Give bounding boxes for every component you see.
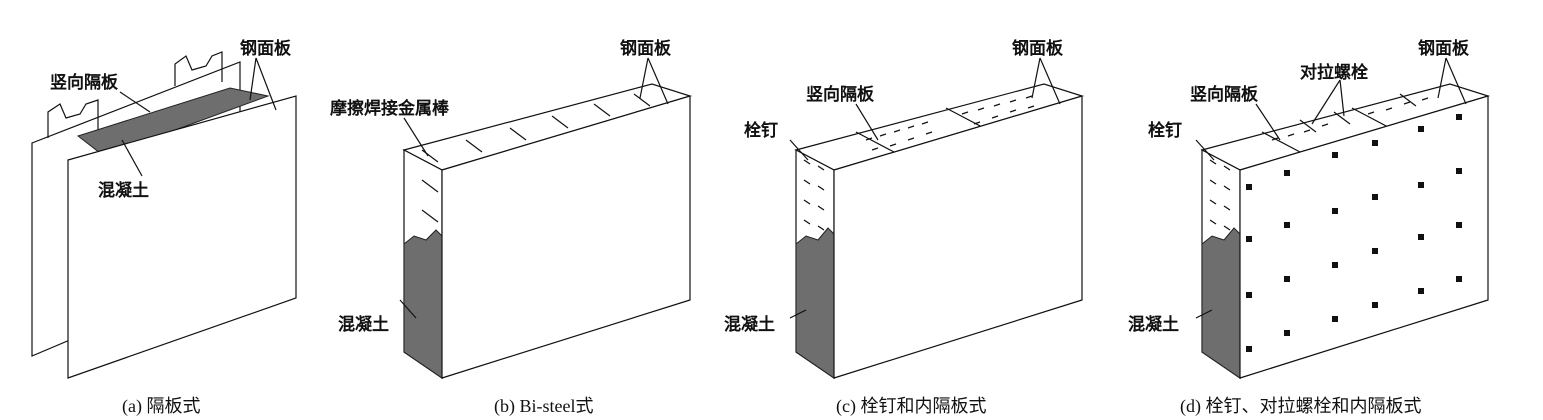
label-concrete-a: 混凝土 [98,180,149,201]
label-concrete-b: 混凝土 [338,314,389,335]
label-steel-plate-a: 钢面板 [240,38,292,59]
label-vertical-diaphragm-d: 竖向隔板 [1190,84,1259,105]
label-stud-c: 栓钉 [744,120,778,141]
tie-bolts-top [1299,93,1417,133]
label-steel-plate-c: 钢面板 [1012,38,1064,59]
label-stud-d: 栓钉 [1148,120,1182,141]
diaphragm-profile-left [47,99,99,138]
concrete-side [1201,227,1241,379]
caption-a: (a) 隔板式 [122,396,200,417]
diaphragm-profile-right [174,51,223,86]
panel-a: 钢面板 竖向隔板 混凝土 (a) 隔板式 [31,38,297,417]
studs-top [1271,97,1429,141]
label-vertical-diaphragm-a: 竖向隔板 [50,72,119,93]
label-friction-welded-rod-b: 摩擦焊接金属棒 [330,98,450,119]
label-steel-plate-b: 钢面板 [620,38,672,59]
panel-b: 钢面板 摩擦焊接金属棒 混凝土 (b) Bi-steel式 [330,38,693,417]
studs-side [1209,159,1231,231]
front-steel-plate [833,95,1083,379]
label-steel-plate-d: 钢面板 [1418,38,1470,59]
concrete-side [795,227,835,379]
panel-d: 钢面板 竖向隔板 对拉螺栓 栓钉 混凝土 (d) 栓钉、对拉螺栓和内隔板式 [1128,38,1491,417]
label-concrete-c: 混凝土 [724,314,775,335]
friction-welded-rods [421,93,651,223]
caption-c: (c) 栓钉和内隔板式 [836,396,986,417]
studs-side [803,159,825,231]
label-vertical-diaphragm-c: 竖向隔板 [806,84,875,105]
tie-bolt-heads [1246,114,1462,352]
studs-top [865,95,1035,151]
front-steel-plate [441,95,691,379]
caption-b: (b) Bi-steel式 [494,396,593,417]
concrete-side [403,229,443,379]
front-steel-plate [1239,95,1489,379]
label-tie-bolt-d: 对拉螺栓 [1300,62,1368,83]
front-steel-plate [67,95,297,379]
label-concrete-d: 混凝土 [1128,314,1179,335]
panel-c: 钢面板 竖向隔板 栓钉 混凝土 (c) 栓钉和内隔板式 [724,38,1085,417]
concrete-top [76,87,270,157]
caption-d: (d) 栓钉、对拉螺栓和内隔板式 [1180,396,1422,417]
